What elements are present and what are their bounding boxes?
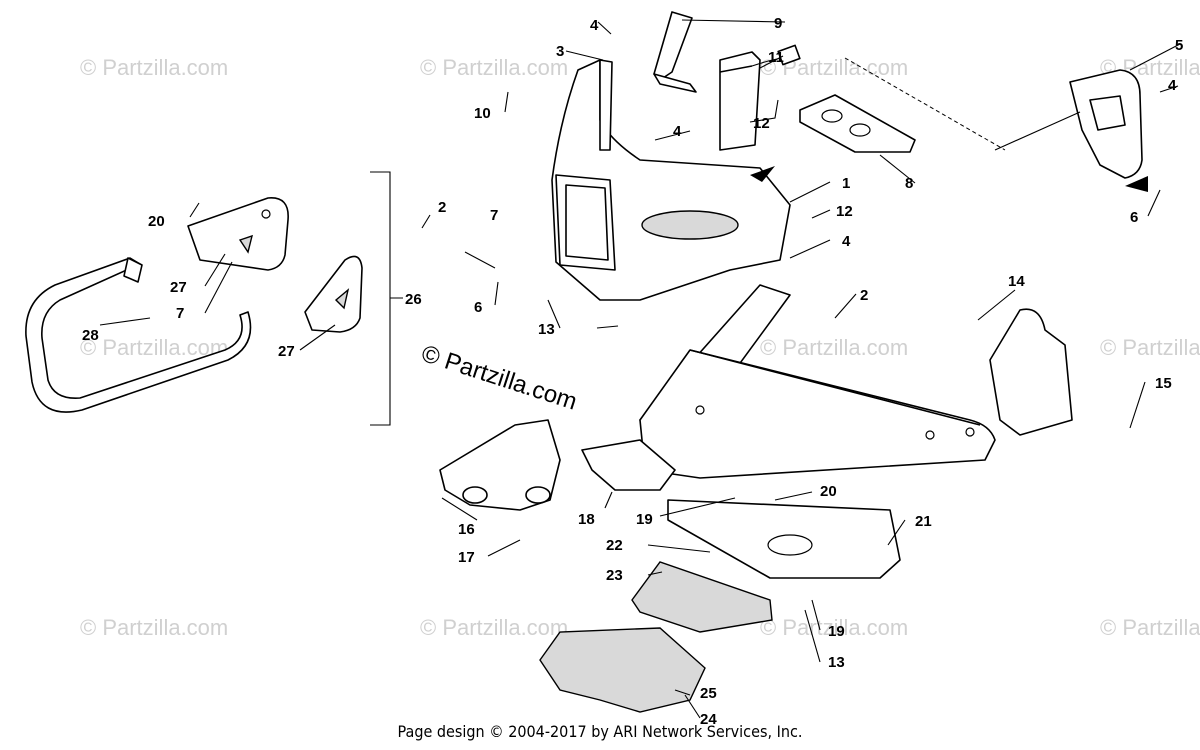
callout-6: 6 xyxy=(1130,209,1138,226)
bumper-bracket-right xyxy=(304,255,363,333)
watermark: © Partzilla.com xyxy=(1100,335,1200,360)
callout-24: 24 xyxy=(700,711,717,728)
callout-20: 20 xyxy=(148,213,165,230)
watermark: © Partzilla.com xyxy=(760,335,908,360)
callout-8: 8 xyxy=(905,175,913,192)
callout-4: 4 xyxy=(1168,77,1177,94)
callout-27: 27 xyxy=(170,279,187,296)
callout-9: 9 xyxy=(774,15,782,32)
callout-21: 21 xyxy=(915,513,932,530)
callout-6: 6 xyxy=(474,299,482,316)
front-bumper xyxy=(25,257,252,413)
callout-12: 12 xyxy=(836,203,853,220)
lower-guard xyxy=(539,627,706,713)
frame-bracket-14 xyxy=(989,308,1073,436)
callout-20: 20 xyxy=(820,483,837,500)
windshield-mount xyxy=(653,11,697,93)
callout-15: 15 xyxy=(1155,375,1172,392)
headlight-unit xyxy=(719,44,801,151)
page-footer: Page design © 2004-2017 by ARI Network S… xyxy=(397,722,803,741)
group-bracket-26 xyxy=(370,171,403,426)
callout-7: 7 xyxy=(490,207,498,224)
frame-bracket-18 xyxy=(581,439,676,491)
callout-18: 18 xyxy=(578,511,595,528)
callout-12: 12 xyxy=(753,115,770,132)
callout-4: 4 xyxy=(842,233,851,250)
callout-26: 26 xyxy=(405,291,422,308)
callout-2: 2 xyxy=(860,287,868,304)
callout-labels: 4 3 9 11 10 12 4 5 4 6 8 1 12 4 7 6 13 2… xyxy=(82,15,1183,728)
bumper-bracket-left xyxy=(187,197,289,271)
callout-14: 14 xyxy=(1008,273,1025,290)
mounting-plate xyxy=(799,94,916,153)
watermark: © Partzilla.com xyxy=(420,55,568,80)
callout-2: 2 xyxy=(438,199,446,216)
callout-27: 27 xyxy=(278,343,295,360)
callout-4: 4 xyxy=(590,17,599,34)
guide-line xyxy=(994,111,1081,151)
main-frame xyxy=(639,284,996,479)
watermark: © Partzilla.com xyxy=(80,335,228,360)
watermark: © Partzilla.com xyxy=(760,615,908,640)
callout-16: 16 xyxy=(458,521,475,538)
callout-19: 19 xyxy=(636,511,653,528)
callout-3: 3 xyxy=(556,43,564,60)
callout-7: 7 xyxy=(176,305,184,322)
callout-23: 23 xyxy=(606,567,623,584)
callout-22: 22 xyxy=(606,537,623,554)
watermark: © Partzilla.com xyxy=(420,615,568,640)
lower-plate xyxy=(631,561,773,633)
callout-5: 5 xyxy=(1175,37,1183,54)
direction-arrows xyxy=(750,166,1148,192)
callout-19: 19 xyxy=(828,623,845,640)
steering-bracket xyxy=(1069,69,1143,179)
callout-11: 11 xyxy=(768,49,784,66)
skid-plate xyxy=(667,499,901,579)
watermark: © Partzilla.com xyxy=(80,55,228,80)
watermark: © Partzilla.com xyxy=(80,615,228,640)
center-watermark: © Partzilla.com xyxy=(418,340,580,416)
front-nose-frame xyxy=(551,59,791,301)
leader-lines xyxy=(99,19,1181,719)
callout-28: 28 xyxy=(82,327,99,344)
callout-10: 10 xyxy=(474,105,491,122)
watermark-layer: © Partzilla.com © Partzilla.com © Partzi… xyxy=(80,55,1200,640)
callout-1: 1 xyxy=(842,175,850,192)
spindle-bracket xyxy=(439,419,561,511)
callout-13: 13 xyxy=(538,321,555,338)
callout-4: 4 xyxy=(673,123,682,140)
dashed-guide xyxy=(844,57,1006,151)
watermark: © Partzilla.com xyxy=(1100,615,1200,640)
callout-17: 17 xyxy=(458,549,475,566)
callout-25: 25 xyxy=(700,685,717,702)
callout-13: 13 xyxy=(828,654,845,671)
